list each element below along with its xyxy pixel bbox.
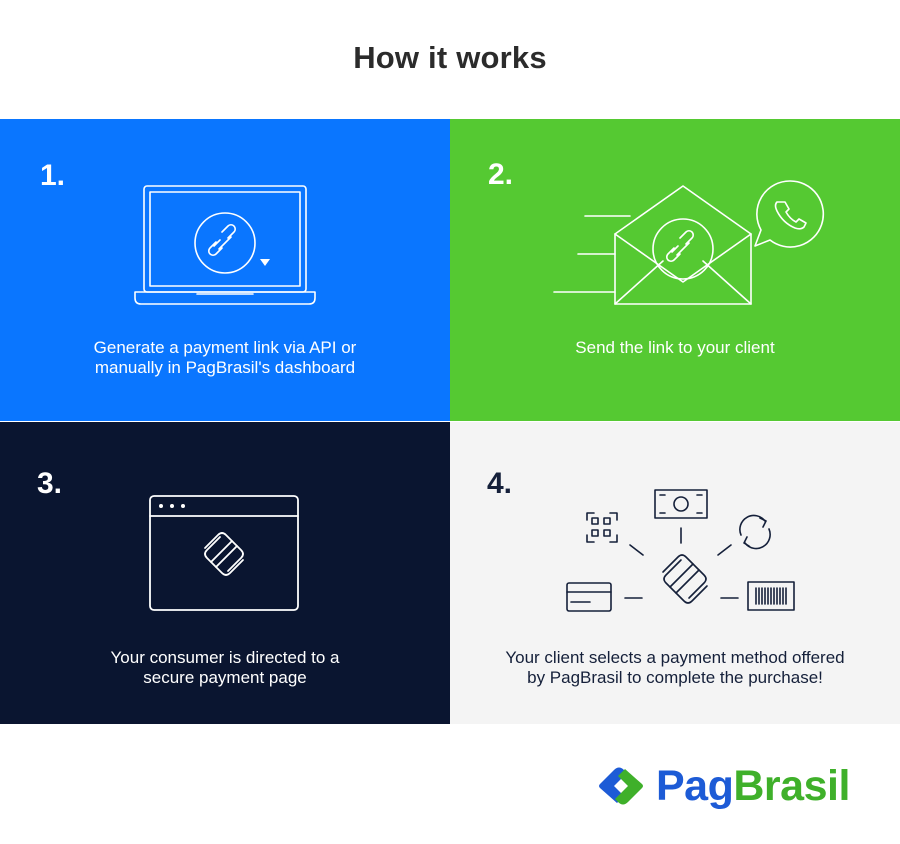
step-4-panel: 4.: [450, 422, 900, 724]
step-2-number: 2.: [488, 158, 514, 191]
step-3-text: Your consumer is directed to a secure pa…: [30, 648, 420, 688]
step-1-number: 1.: [40, 159, 66, 192]
step-2-panel: 2. Send the link to your client: [450, 119, 900, 421]
step-2-text: Send the link to your client: [480, 338, 870, 358]
payment-methods-icon: [566, 489, 795, 612]
step-3-text-line1: Your consumer is directed to a: [110, 648, 340, 667]
step-4-text-line2: by PagBrasil to complete the purchase!: [527, 668, 823, 687]
envelope-whatsapp-icon: [553, 180, 825, 305]
step-3-text-line2: secure payment page: [143, 668, 307, 687]
step-3-number: 3.: [37, 467, 63, 500]
step-1-panel: 1. Generate a payment link via API or ma…: [0, 119, 450, 421]
step-4-text-line1: Your client selects a payment method off…: [505, 648, 845, 667]
step-4-number: 4.: [487, 467, 513, 500]
logo-text-pag: Pag: [656, 762, 734, 810]
step-1-text-line2: manually in PagBrasil's dashboard: [94, 358, 356, 377]
step-1-text: Generate a payment link via API or manua…: [30, 338, 420, 378]
browser-window-icon: [149, 495, 299, 611]
step-1-text-line1: Generate a payment link via API or: [93, 338, 357, 357]
step-3-panel: 3. Your consumer is directed to a secure…: [0, 422, 450, 724]
step-4-text: Your client selects a payment method off…: [470, 648, 880, 688]
pagbrasil-logo-icon: [599, 767, 643, 805]
pagbrasil-logo-text: PagBrasil: [656, 762, 850, 810]
page-title: How it works: [353, 40, 547, 75]
logo-text-brasil: Brasil: [733, 762, 850, 810]
laptop-link-icon: [134, 185, 316, 305]
pagbrasil-logo: PagBrasil: [596, 762, 850, 810]
step-2-text-line1: Send the link to your client: [575, 338, 775, 357]
